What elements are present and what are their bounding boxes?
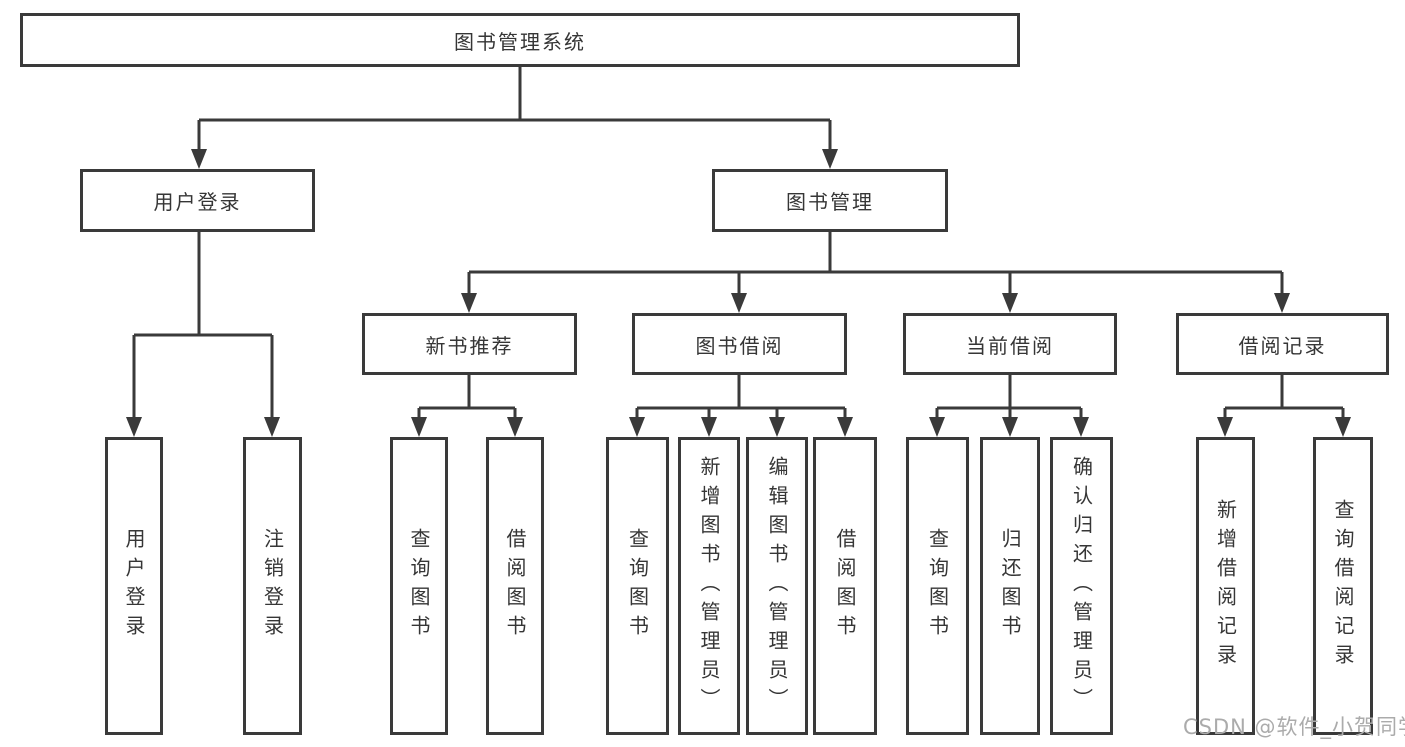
node-book-borrowing: 图书借阅 [632, 313, 847, 375]
leaf-add-book-admin-label: 新增图书（管理员） [697, 455, 721, 717]
leaf-query-books-recommend-label: 查询图书 [407, 528, 431, 644]
node-new-book-recommend-label: 新书推荐 [425, 333, 514, 358]
node-book-management: 图书管理 [712, 169, 948, 232]
watermark: CSDN @软件_小贺同学 [1183, 715, 1405, 739]
leaf-query-books-recommend: 查询图书 [390, 437, 448, 735]
leaf-logout-label: 注销登录 [260, 528, 285, 644]
leaf-logout: 注销登录 [243, 437, 302, 735]
leaf-borrow-books-borrowing: 借阅图书 [813, 437, 877, 735]
leaf-return-books-label: 归还图书 [998, 528, 1022, 644]
node-new-book-recommend: 新书推荐 [362, 313, 577, 375]
node-current-borrowing: 当前借阅 [903, 313, 1117, 375]
leaf-query-borrow-record-label: 查询借阅记录 [1331, 499, 1355, 673]
node-user-login: 用户登录 [80, 169, 315, 232]
node-book-borrowing-label: 图书借阅 [695, 333, 784, 358]
leaf-borrow-books-recommend: 借阅图书 [486, 437, 544, 735]
leaf-user-login: 用户登录 [105, 437, 163, 735]
node-library-system: 图书管理系统 [20, 13, 1020, 67]
leaf-query-books-current-label: 查询图书 [925, 528, 950, 644]
leaf-query-books-current: 查询图书 [906, 437, 969, 735]
node-current-borrowing-label: 当前借阅 [966, 333, 1054, 358]
connector-user-login-to-leaves [132, 232, 274, 420]
node-borrowing-records-label: 借阅记录 [1238, 333, 1327, 358]
connector-root-to-level1 [197, 67, 832, 151]
leaf-borrow-books-borrowing-label: 借阅图书 [833, 528, 857, 644]
connector-book-borrow-to-leaves [635, 375, 847, 420]
connector-book-mgmt-to-level3 [467, 232, 1284, 296]
leaf-edit-book-admin-label: 编辑图书（管理员） [765, 455, 789, 717]
connector-current-borrow-to-leaves [935, 375, 1083, 420]
leaf-edit-book-admin: 编辑图书（管理员） [746, 437, 808, 735]
node-user-login-label: 用户登录 [153, 190, 242, 214]
leaf-add-borrow-record: 新增借阅记录 [1196, 437, 1255, 735]
leaf-query-borrow-record: 查询借阅记录 [1313, 437, 1373, 735]
leaf-add-borrow-record-label: 新增借阅记录 [1213, 499, 1238, 673]
connector-new-rec-to-leaves [417, 375, 517, 420]
leaf-query-books-borrowing: 查询图书 [606, 437, 669, 735]
node-borrowing-records: 借阅记录 [1176, 313, 1389, 375]
leaf-add-book-admin: 新增图书（管理员） [678, 437, 740, 735]
leaf-user-login-label: 用户登录 [122, 528, 146, 644]
connector-borrow-record-to-leaves [1223, 375, 1345, 420]
leaf-confirm-return-admin-label: 确认归还（管理员） [1069, 455, 1094, 717]
leaf-query-books-borrowing-label: 查询图书 [625, 528, 650, 644]
leaf-return-books: 归还图书 [980, 437, 1040, 735]
node-library-system-label: 图书管理系统 [454, 29, 586, 54]
leaf-confirm-return-admin: 确认归还（管理员） [1050, 437, 1113, 735]
leaf-borrow-books-recommend-label: 借阅图书 [503, 528, 527, 644]
node-book-management-label: 图书管理 [786, 190, 874, 214]
